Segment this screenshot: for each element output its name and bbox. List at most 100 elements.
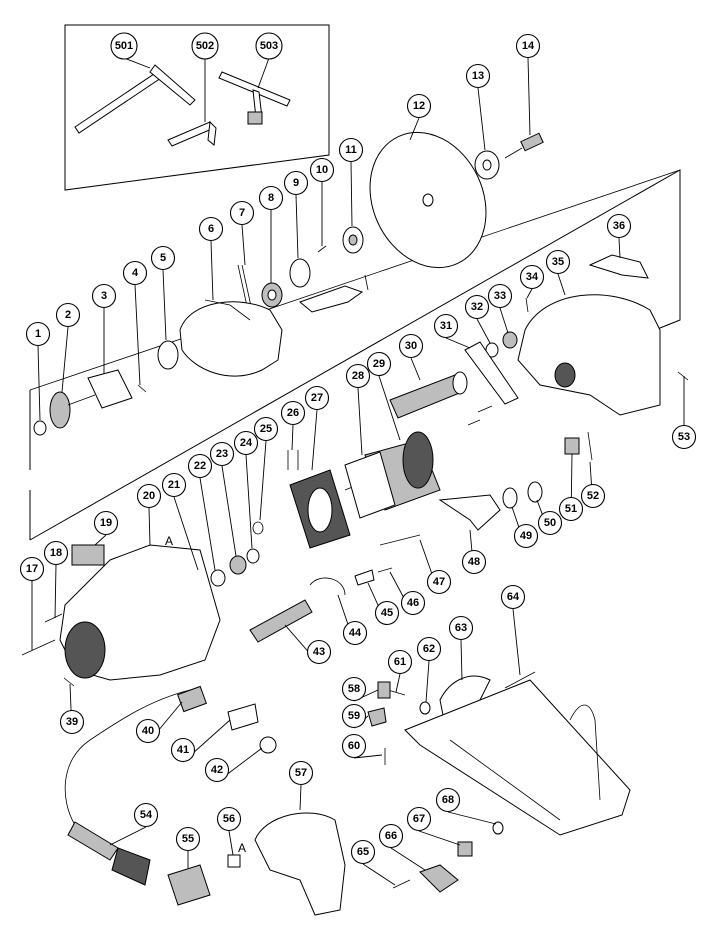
callout-number: 30 (405, 340, 417, 352)
gear-2 (49, 391, 96, 429)
screw-65 (392, 879, 411, 889)
callout-number: 5 (160, 252, 166, 264)
power-cord-54 (64, 689, 191, 886)
callout-number: 54 (140, 809, 153, 821)
callout-number: 48 (468, 556, 480, 568)
callout-5: 5 (150, 245, 176, 271)
ring-50 (527, 481, 543, 503)
callout-bubble (110, 32, 138, 60)
ref-letter-a-bottom: A (238, 841, 246, 855)
callout-number: 41 (177, 744, 189, 756)
callout-19: 19 (93, 510, 119, 536)
callout-33: 33 (487, 283, 513, 309)
screw-38 (477, 405, 493, 413)
callout-bubble (513, 523, 539, 549)
callout-bubble (487, 283, 513, 309)
callout-43: 43 (306, 639, 332, 665)
leader-line-2 (61, 326, 69, 393)
callout-number: 46 (407, 597, 419, 609)
callout-number: 7 (239, 207, 245, 219)
callout-bubble (416, 636, 442, 662)
callout-bubble (374, 600, 400, 626)
callout-number: 55 (182, 833, 194, 845)
callout-10: 10 (309, 157, 335, 183)
callout-503: 503 (255, 32, 283, 60)
callout-bubble (448, 615, 474, 641)
callout-bubble (253, 416, 279, 442)
callout-number: 64 (507, 591, 520, 603)
leader-line-56 (228, 830, 234, 856)
callout-64: 64 (500, 584, 526, 610)
callout-number: 501 (115, 40, 133, 52)
washer-11 (342, 226, 364, 254)
cord-guard-43 (249, 599, 313, 643)
leader-line-22 (199, 477, 216, 571)
callout-48: 48 (461, 549, 487, 575)
callout-bubble (341, 703, 367, 729)
callout-47: 47 (426, 569, 452, 595)
callout-68: 68 (435, 787, 461, 813)
label-19 (71, 544, 105, 566)
callout-bubble (350, 839, 376, 865)
leader-line-26 (291, 424, 294, 451)
callout-number: 63 (455, 622, 467, 634)
lever-48 (438, 494, 501, 531)
callout-number: 25 (260, 423, 272, 435)
callout-bubble (209, 441, 235, 467)
callout-bubble (43, 540, 69, 566)
screw-37 (467, 419, 481, 426)
handle-cover-57 (254, 812, 346, 916)
leader-line-28 (357, 387, 363, 456)
callout-44: 44 (342, 620, 368, 646)
callout-number: 42 (211, 764, 223, 776)
screw-46 (377, 567, 393, 573)
leader-line-11 (350, 161, 353, 227)
callout-number: 33 (494, 290, 506, 302)
washer-13 (474, 150, 500, 180)
callout-number: 22 (194, 460, 206, 472)
callout-bubble (500, 584, 526, 610)
callout-bubble (306, 639, 332, 665)
callout-bubble (435, 787, 461, 813)
callout-number: 45 (381, 607, 393, 619)
leader-line-23 (221, 465, 237, 557)
housing-plate-3 (87, 369, 133, 409)
callout-number: 56 (223, 813, 235, 825)
leader-line-61 (395, 673, 401, 693)
bearing-23 (229, 555, 247, 575)
callout-bubble (91, 283, 117, 309)
bolt-61 (387, 689, 406, 696)
wing-nut-59 (367, 707, 387, 727)
callout-bubble (519, 264, 545, 290)
callout-58: 58 (341, 676, 367, 702)
leader-line-54 (109, 826, 147, 846)
callout-2: 2 (55, 302, 81, 328)
callout-62: 62 (416, 636, 442, 662)
callout-number: 6 (208, 223, 214, 235)
callout-40: 40 (135, 718, 161, 744)
leader-line-29 (378, 375, 401, 441)
callout-46: 46 (400, 590, 426, 616)
callout-bubble (545, 249, 571, 275)
callout-bubble (558, 496, 584, 522)
leader-line-33 (499, 307, 509, 334)
leader-line-63 (460, 639, 463, 681)
callout-9: 9 (283, 170, 309, 196)
gear-housing-35 (517, 294, 661, 416)
callout-number: 26 (287, 407, 299, 419)
callout-bubble (122, 260, 148, 286)
callout-number: 39 (66, 716, 78, 728)
callout-bubble (204, 757, 230, 783)
leader-line-5 (162, 269, 167, 341)
callout-12: 12 (406, 93, 432, 119)
callout-28: 28 (345, 363, 371, 389)
callout-20: 20 (136, 483, 162, 509)
handle-30 (389, 371, 468, 419)
callout-bubble (304, 385, 330, 411)
ref-letter-a-top: A (165, 534, 173, 548)
callout-bubble (59, 709, 85, 735)
leader-line-67 (418, 830, 461, 846)
leader-line-12 (409, 117, 420, 141)
leader-line-9 (295, 194, 299, 259)
